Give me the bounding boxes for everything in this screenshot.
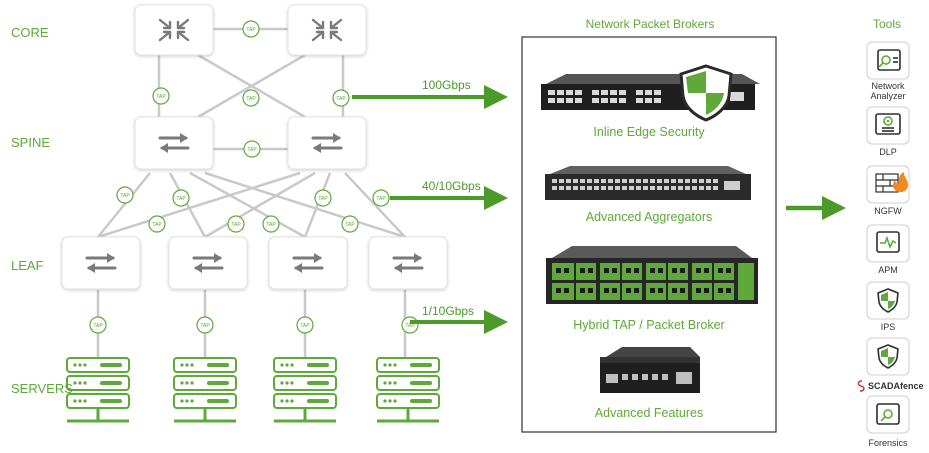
tap-label: TAP <box>93 323 103 329</box>
shield-icon <box>679 64 733 122</box>
server-stack-2 <box>172 356 238 423</box>
tap-label: TAP <box>156 94 166 100</box>
inline-edge-security-device <box>541 64 760 122</box>
broker-label-hybrid-tap: Hybrid TAP / Packet Broker <box>573 318 725 332</box>
leaf-switch-1 <box>61 236 141 290</box>
tap-circle: TAP <box>172 189 190 207</box>
tap-circle: TAP <box>372 189 390 207</box>
arrow-40-10gbps <box>390 186 508 210</box>
tap-label: TAP <box>266 222 276 228</box>
tap-circle: TAP <box>314 189 332 207</box>
tier-label-core: CORE <box>11 25 49 40</box>
tool-label-scadafence: SCADAfence <box>868 381 924 391</box>
firewall-icon <box>875 172 908 193</box>
tap-label: TAP <box>231 222 241 228</box>
tap-circle: TAP <box>341 215 359 233</box>
hybrid-tap-device <box>546 246 758 304</box>
arrow-to-tools <box>786 196 846 220</box>
tier-label-spine: SPINE <box>11 135 51 150</box>
forensics-icon <box>876 403 900 425</box>
tap-circle: TAP <box>152 87 170 105</box>
packet-brokers-title: Network Packet Brokers <box>585 17 715 31</box>
tap-circle: TAP <box>332 89 350 107</box>
arrow-100gbps <box>352 85 508 109</box>
dlp-icon <box>875 113 901 135</box>
tool-label-dlp: DLP <box>879 147 897 157</box>
network-links <box>96 27 407 358</box>
tool-label-ips: IPS <box>880 322 896 332</box>
tap-circle: TAP <box>262 215 280 233</box>
tap-circle: TAP <box>89 316 107 334</box>
spine-switch-1 <box>134 116 214 170</box>
tap-label: TAP <box>345 222 355 228</box>
server-stack-3 <box>272 356 338 423</box>
leaf-switch-2 <box>168 236 248 290</box>
tap-label: TAP <box>376 196 386 202</box>
tap-circle: TAP <box>227 215 245 233</box>
broker-label-inline-edge-security: Inline Edge Security <box>593 125 705 139</box>
tool-label-apm: APM <box>878 265 898 275</box>
tap-circle: TAP <box>243 140 261 158</box>
server-stack-4 <box>375 356 441 423</box>
apm-icon <box>876 231 900 253</box>
broker-label-advanced-aggregators: Advanced Aggregators <box>585 210 713 224</box>
tap-points: TAP TAP TAP TAP TAP TAP TAP TAP TAP TAP … <box>89 20 419 334</box>
tap-circle: TAP <box>296 316 314 334</box>
tap-circle: TAP <box>242 89 260 107</box>
core-router-1 <box>134 4 214 56</box>
spine-switch-2 <box>287 116 367 170</box>
tap-label: TAP <box>152 222 162 228</box>
link-speed-leaf: 1/10Gbps <box>422 304 475 318</box>
tools-title: Tools <box>873 17 902 31</box>
link-speed-spine: 40/10Gbps <box>422 179 481 193</box>
advanced-aggregator-device <box>545 166 751 200</box>
shield-icon <box>877 288 899 313</box>
tap-label: TAP <box>176 196 186 202</box>
leaf-switch-3 <box>268 236 348 290</box>
leaf-switch-4 <box>368 236 448 290</box>
flow-arrows <box>352 85 846 334</box>
tool-label-forensics: Forensics <box>868 438 908 448</box>
core-router-2 <box>287 4 367 56</box>
server-stack-1 <box>65 356 131 423</box>
tap-label: TAP <box>318 196 328 202</box>
tap-circle: TAP <box>148 215 166 233</box>
tap-label: TAP <box>405 323 415 329</box>
tap-circle: TAP <box>242 20 260 38</box>
tap-label: TAP <box>246 27 256 33</box>
tap-label: TAP <box>246 96 256 102</box>
tap-circle: TAP <box>196 316 214 334</box>
advanced-features-device <box>600 347 700 393</box>
tap-label: TAP <box>300 323 310 329</box>
network-analyzer-icon <box>877 49 901 71</box>
link-speed-core: 100Gbps <box>422 78 471 92</box>
tool-label-network-analyzer: Network Analyzer <box>870 81 906 101</box>
tier-label-leaf: LEAF <box>11 258 44 273</box>
broker-label-advanced-features: Advanced Features <box>594 406 704 420</box>
tool-label-ngfw: NGFW <box>874 206 902 216</box>
shield-icon <box>877 344 899 369</box>
scadafence-logo-icon <box>857 380 865 392</box>
tap-label: TAP <box>200 323 210 329</box>
tap-label: TAP <box>120 193 130 199</box>
tap-label: TAP <box>336 96 346 102</box>
arrow-1-10gbps <box>410 310 508 334</box>
tap-circle: TAP <box>116 186 134 204</box>
tap-label: TAP <box>247 147 257 153</box>
tier-label-servers: SERVERS <box>11 381 73 396</box>
tap-circle: TAP <box>401 316 419 334</box>
